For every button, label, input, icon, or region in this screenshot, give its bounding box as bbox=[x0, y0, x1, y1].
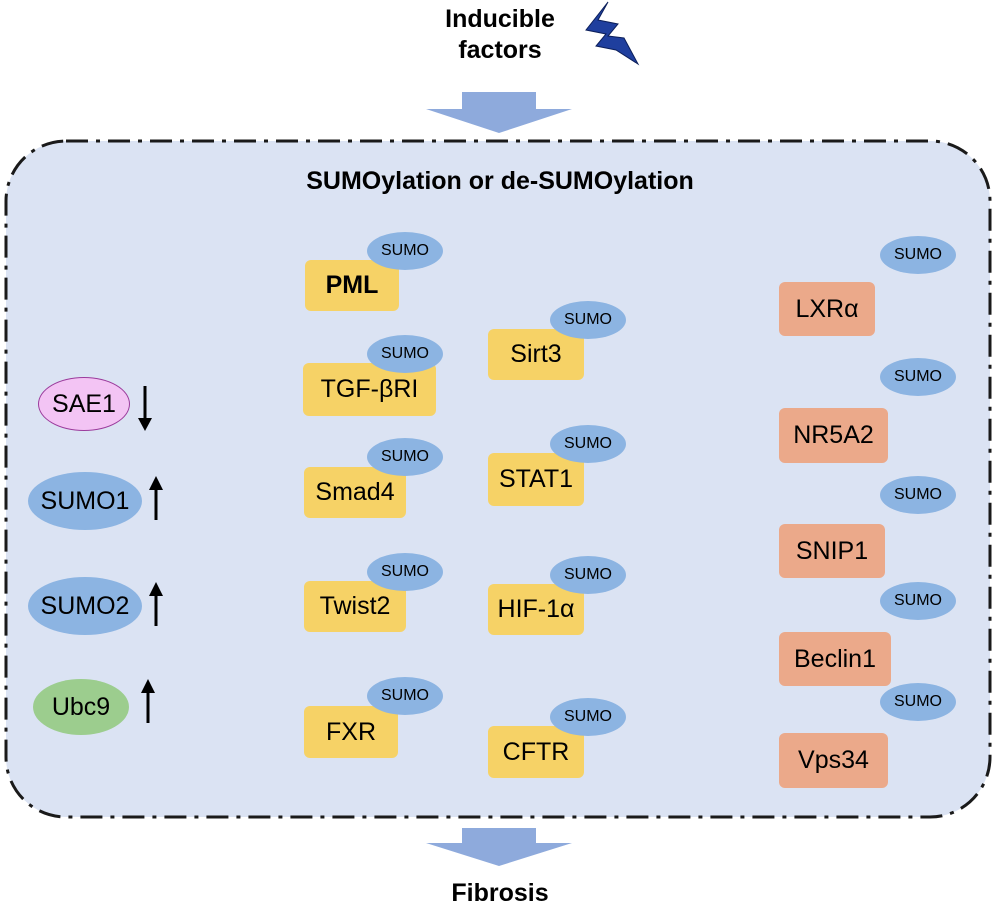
sumo2-node: SUMO2 bbox=[28, 577, 142, 635]
sumo-tag: SUMO bbox=[880, 236, 956, 274]
panel-title: SUMOylation or de-SUMOylation bbox=[306, 167, 694, 195]
sumo-tag: SUMO bbox=[550, 425, 626, 463]
sumo-tag: SUMO bbox=[880, 476, 956, 514]
fibrosis-label: Fibrosis bbox=[451, 879, 549, 907]
sumo1-node: SUMO1 bbox=[28, 472, 142, 530]
factors-line: factors bbox=[458, 36, 542, 64]
snip1-box: SNIP1 bbox=[779, 524, 885, 578]
sumo-tag: SUMO bbox=[367, 232, 443, 270]
sumo-tag: SUMO bbox=[550, 556, 626, 594]
sumo2-up-arrow bbox=[149, 582, 163, 626]
cftr-box: CFTR bbox=[488, 726, 584, 778]
beclin1-box: Beclin1 bbox=[779, 632, 891, 686]
lightning-icon bbox=[585, 1, 640, 66]
nr5a2-box: NR5A2 bbox=[779, 408, 888, 463]
pml-box: PML bbox=[305, 260, 399, 311]
sumo-tag: SUMO bbox=[367, 438, 443, 476]
stat1-box: STAT1 bbox=[488, 453, 584, 506]
sumo-tag: SUMO bbox=[550, 698, 626, 736]
fxr-box: FXR bbox=[304, 706, 398, 758]
ubc9-up-arrow bbox=[141, 679, 155, 723]
lxr-alpha-box: LXRα bbox=[779, 282, 875, 336]
sae1-node: SAE1 bbox=[38, 377, 130, 431]
sumo-tag: SUMO bbox=[367, 677, 443, 715]
smad4-box: Smad4 bbox=[304, 467, 406, 518]
sumo-tag: SUMO bbox=[550, 301, 626, 339]
twist2-box: Twist2 bbox=[304, 581, 406, 632]
inducible-factors-label: Inducible factors bbox=[420, 4, 580, 66]
sumo1-up-arrow bbox=[149, 476, 163, 520]
sumo-tag: SUMO bbox=[367, 335, 443, 373]
sirt3-box: Sirt3 bbox=[488, 329, 584, 380]
sumo-tag: SUMO bbox=[880, 683, 956, 721]
sae1-down-arrow bbox=[138, 386, 152, 431]
input-arrow bbox=[426, 92, 572, 133]
inducible-line: Inducible bbox=[445, 5, 555, 33]
vps34-box: Vps34 bbox=[779, 733, 888, 788]
ubc9-node: Ubc9 bbox=[33, 679, 129, 735]
hif-1a-box: HIF-1α bbox=[488, 584, 584, 635]
output-arrow bbox=[426, 828, 572, 866]
sumo-tag: SUMO bbox=[367, 553, 443, 591]
sumo-tag: SUMO bbox=[880, 582, 956, 620]
sumo-tag: SUMO bbox=[880, 358, 956, 396]
